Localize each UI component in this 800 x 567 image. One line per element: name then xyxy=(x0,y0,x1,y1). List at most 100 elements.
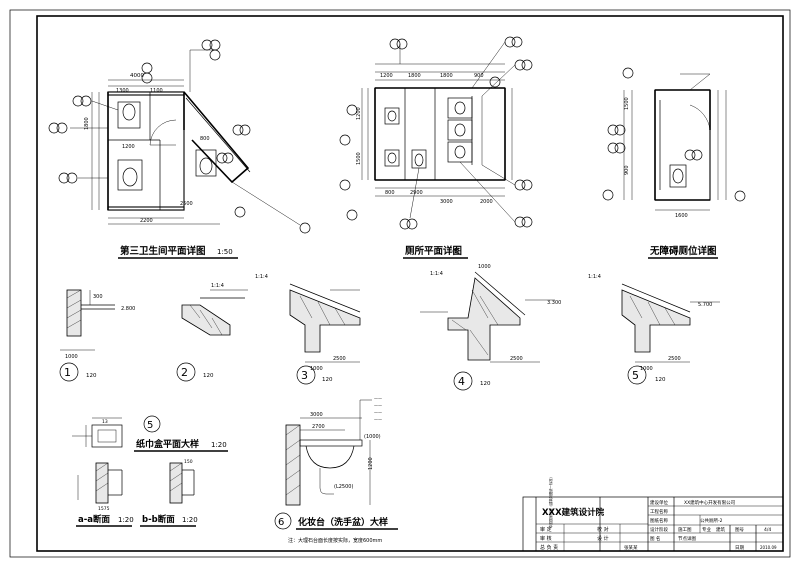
tb-sheet-label: 图号 xyxy=(735,527,744,533)
detail5-num: 5 xyxy=(632,369,639,382)
detail2-scale: 120 xyxy=(203,373,214,379)
basin-note: 注：大理石台面长度按实际，宽度600mm xyxy=(288,537,382,544)
dim-bath3-1: 1300 xyxy=(116,88,129,94)
detail1-num: 1 xyxy=(64,366,71,379)
svg-text:150: 150 xyxy=(184,459,193,465)
basin-num: 6 xyxy=(278,517,284,528)
detail3-dim-2: 1000 xyxy=(310,366,323,372)
tb-role-name-5: 张某某 xyxy=(624,544,638,551)
tissue-num: 5 xyxy=(147,420,153,431)
tb-drawing-value: 公共厕所-2 xyxy=(700,517,723,524)
detail4-num: 4 xyxy=(458,375,465,388)
basin-dim-4: (L2500) xyxy=(334,484,353,490)
detail2-num: 2 xyxy=(181,366,188,379)
dim-bath3-5: 2200 xyxy=(140,218,153,224)
dim-toilet-1: 1800 xyxy=(408,73,421,79)
dim-toilet-5: 1500 xyxy=(356,152,362,165)
basin-detail: 3000 2700 1200 (1000) (L2500) —— —— —— —… xyxy=(285,396,382,506)
detail5-scale: 120 xyxy=(655,377,666,383)
detail1-scale: 120 xyxy=(86,373,97,379)
detail4-mark xyxy=(453,371,473,391)
tissue-box-detail: 13 xyxy=(72,417,123,448)
dim-toilet-7: 2900 xyxy=(410,190,423,196)
dim-bath3-6: 2500 xyxy=(180,201,193,207)
detail5-dim-1: 5.700 xyxy=(698,302,712,308)
tb-sheet-value: 4/4 xyxy=(764,527,771,533)
tb-drawing-label: 图纸名称 xyxy=(650,517,668,524)
dim-bath3-3: 1800 xyxy=(84,117,90,130)
tb-role-3: 校 对 xyxy=(597,526,609,533)
detail1-dim-1: 2.800 xyxy=(121,306,135,312)
detail3-dim-1: 2500 xyxy=(333,356,346,362)
tissue-mark xyxy=(143,415,161,433)
basin-dim-0: 3000 xyxy=(310,412,323,418)
tb-role-6: 图 名 xyxy=(650,535,660,542)
detail4-dim-2: 2500 xyxy=(510,356,523,362)
detail-5: 1:1:4 5.700 2500 1000 xyxy=(588,274,720,372)
tb-design-stage: 设计阶段 xyxy=(650,526,668,533)
detail-3: 1:1:4 2500 1000 xyxy=(255,274,361,372)
title-tissue-box: 纸巾盒平面大样 xyxy=(136,438,199,450)
plan-toilet: 1200 1800 1800 900 1200 1500 800 2900 30… xyxy=(339,36,533,230)
detail3-num: 3 xyxy=(301,369,308,382)
tb-project-value: XX建筑中心开发有限公司 xyxy=(684,499,735,506)
tb-discipline-value: 建筑 xyxy=(716,526,725,533)
dim-bath3-2: 1100 xyxy=(150,88,163,94)
detail-2: 1:1:4 xyxy=(181,283,248,336)
dim-toilet-8: 3000 xyxy=(440,199,453,205)
detail2-dim-0: 1:1:4 xyxy=(211,283,224,289)
tb-date-label: 日期 xyxy=(735,545,744,551)
basin-dim-1: 2700 xyxy=(312,424,325,430)
svg-text:1575: 1575 xyxy=(98,506,110,512)
scale-plan-bathroom3: 1:50 xyxy=(217,248,233,256)
basin-dim-3: (1000) xyxy=(364,434,381,440)
detail4-dim-3: 3.300 xyxy=(547,300,561,306)
section-a: 1575 xyxy=(77,462,123,512)
svg-text:13: 13 xyxy=(102,419,108,425)
tb-company: XXX建筑设计院 xyxy=(542,507,605,518)
plan-bathroom3: 4000 1300 1100 1800 1200 2200 2500 800 xyxy=(48,39,311,234)
dim-toilet-3: 900 xyxy=(474,73,484,79)
tb-discipline: 专业 xyxy=(702,526,711,533)
dim-toilet-6: 800 xyxy=(385,190,395,196)
tb-stage-value: 施工图 xyxy=(678,526,692,533)
tb-project-label: 建设单位 xyxy=(650,499,668,506)
detail4-dim-0: 1:1:4 xyxy=(430,271,443,277)
dim-toilet-9: 2000 xyxy=(480,199,493,205)
title-plan-accessible-idx: ① xyxy=(707,247,714,256)
dim-toilet-4: 1200 xyxy=(356,107,362,120)
dim-bath3-7: 800 xyxy=(200,136,210,142)
tb-role-1: 审 核 xyxy=(540,535,552,542)
tb-role-4: 设 计 xyxy=(597,535,609,542)
detail1-dim-0: 300 xyxy=(93,294,103,300)
svg-text:——: —— xyxy=(374,403,382,408)
detail1-dim-2: 1000 xyxy=(65,354,78,360)
detail5-mark xyxy=(627,365,647,385)
title-block xyxy=(522,496,784,552)
scale-tissue-box: 1:20 xyxy=(211,441,227,449)
detail3-mark xyxy=(296,365,316,385)
detail5-dim-3: 1000 xyxy=(640,366,653,372)
title-basin: 化妆台（洗手盆）大样 xyxy=(298,516,388,528)
svg-text:——: —— xyxy=(374,417,382,422)
detail2-mark xyxy=(176,362,196,382)
title-plan-accessible: 无障碍厕位详图 xyxy=(649,245,717,257)
basin-mark xyxy=(274,512,292,530)
dim-bath3-4: 1200 xyxy=(122,144,135,150)
tb-vertical-text: 中国国家标准《建筑制图统一标准》 xyxy=(548,475,553,528)
detail4-dim-1: 1000 xyxy=(478,264,491,270)
basin-dim-2: 1200 xyxy=(368,457,374,470)
title-plan-toilet: 厕所平面详图 xyxy=(405,245,462,257)
tb-node-title: 节点详图 xyxy=(678,535,696,542)
section-b: 150 xyxy=(169,459,195,504)
tb-date-value: 2010.09 xyxy=(760,545,777,550)
dim-toilet-2: 1800 xyxy=(440,73,453,79)
svg-text:——: —— xyxy=(374,410,382,415)
tb-role-2: 总 负 责 xyxy=(540,544,558,551)
detail4-scale: 120 xyxy=(480,381,491,387)
title-plan-bathroom3: 第三卫生间平面详图 xyxy=(120,245,206,257)
title-section-b: b-b断面 xyxy=(142,514,175,525)
scale-section-a: 1:20 xyxy=(118,516,134,524)
svg-text:——: —— xyxy=(374,396,382,401)
